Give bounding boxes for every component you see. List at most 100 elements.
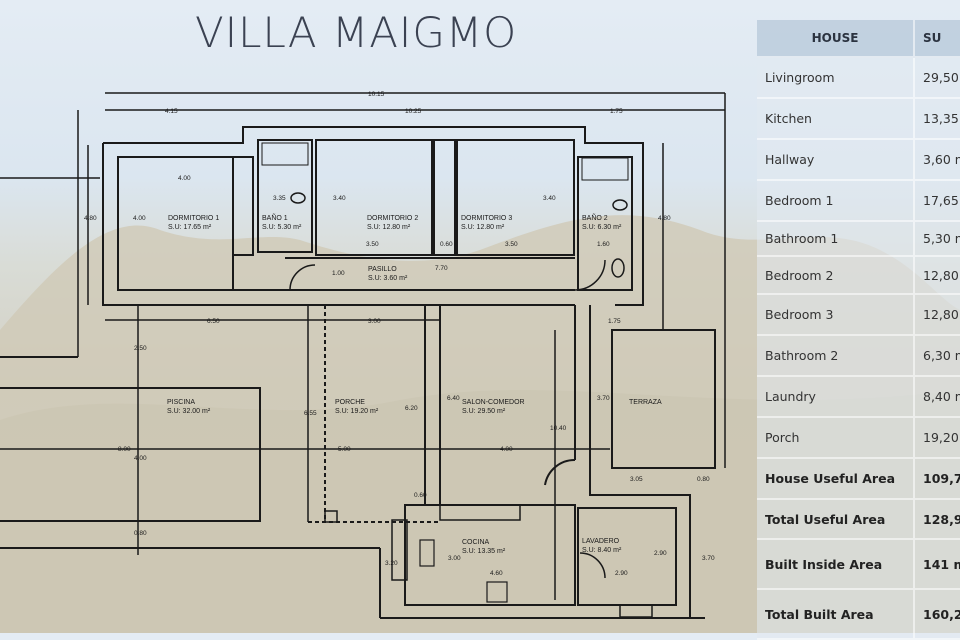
header-house: HOUSE (811, 31, 859, 45)
dim-label: 3.00 (448, 555, 461, 562)
dim-label: 2.90 (654, 550, 667, 557)
dim-label: 1.75 (610, 108, 623, 115)
dim-label: 3.05 (630, 476, 643, 483)
row-label: Bedroom 3 (765, 307, 834, 322)
dim-label: 4.80 (84, 215, 97, 222)
table-row: Bedroom 212,80 m² (757, 257, 960, 295)
dim-label: 2.90 (615, 570, 628, 577)
room-cocina-area: S.U: 13.35 m² (462, 548, 506, 555)
room-dorm3-area: S.U: 12.80 m² (461, 224, 505, 231)
dim-label: 4.00 (500, 446, 513, 453)
dimension-labels: 10.15 4.15 10.25 1.75 4.00 4.80 4.00 3.3… (84, 91, 715, 577)
row-area: 3,60 m² (913, 140, 960, 179)
room-labels: DORMITORIO 1 S.U: 17.65 m² BAÑO 1 S.U: 5… (167, 213, 662, 555)
row-area: 12,80 m² (913, 295, 960, 334)
dim-label: 10.25 (405, 108, 422, 115)
room-porche-area: S.U: 19.20 m² (335, 408, 379, 415)
row-label: Laundry (765, 389, 816, 404)
row-label: Total Useful Area (765, 511, 886, 527)
dim-label: 0.80 (134, 530, 147, 537)
dim-label: 4.60 (490, 570, 503, 577)
area-table: HOUSE SU Livingroom 29,50 m² Kitchen 13,35 … (757, 20, 960, 640)
room-lavadero-area: S.U: 8.40 m² (582, 547, 622, 554)
table-row: Porch 19,20 m² (757, 418, 960, 459)
room-porche-name: PORCHE (335, 399, 365, 406)
table-row: Kitchen 13,35 m² (757, 99, 960, 140)
row-area: 6,30 m² (913, 336, 960, 375)
room-pasillo-name: PASILLO (368, 266, 397, 273)
dim-label: 4.00 (134, 455, 147, 462)
room-bano1-name: BAÑO 1 (262, 213, 288, 222)
header-surface: SU (913, 20, 960, 56)
dim-label: 1.75 (608, 318, 621, 325)
table-row: Bathroom 2 6,30 m² (757, 336, 960, 377)
row-area: 8,40 m² (913, 377, 960, 416)
table-row: Total Useful Area 128,90 m² (757, 500, 960, 540)
row-label: Porch (765, 430, 800, 445)
room-pasillo-area: S.U: 3.60 m² (368, 275, 408, 282)
dim-label: 0.80 (697, 476, 710, 483)
row-label: Total Built Area (765, 606, 874, 622)
dim-label: 0.60 (414, 492, 427, 499)
dim-label: 3.70 (597, 395, 610, 402)
room-salon-name: SALON-COMEDOR (462, 399, 525, 406)
dim-label: 5.00 (338, 446, 351, 453)
room-dorm1-area: S.U: 17.65 m² (168, 224, 212, 231)
row-area: 5,30 m² (913, 222, 960, 255)
dim-label: 6.20 (405, 405, 418, 412)
dim-label: 4.80 (658, 215, 671, 222)
dim-label: 3.50 (366, 241, 379, 248)
dim-label: 7.70 (435, 265, 448, 272)
dim-label: 4.00 (133, 215, 146, 222)
dim-label: 6.55 (304, 410, 317, 417)
row-label: Bathroom 2 (765, 348, 839, 363)
row-label: Built Inside Area (765, 556, 883, 572)
room-bano2-area: S.U: 6.30 m² (582, 224, 622, 231)
room-dorm1-name: DORMITORIO 1 (168, 215, 219, 222)
table-row: Bathroom 1 5,30 m² (757, 222, 960, 257)
page-title: VILLA MAIGMO (195, 8, 518, 57)
row-area: 19,20 m² (913, 418, 960, 457)
room-bano1-area: S.U: 5.30 m² (262, 224, 302, 231)
dim-label: 6.50 (207, 318, 220, 325)
dim-label: 1.60 (597, 241, 610, 248)
table-row: Bedroom 1 17,65 m² (757, 181, 960, 222)
room-bano2-name: BAÑO 2 (582, 213, 608, 222)
row-area: 128,90 m² (913, 500, 960, 538)
plan-walls (0, 92, 726, 619)
table-row: Bedroom 3 12,80 m² (757, 295, 960, 336)
dim-label: 3.20 (385, 560, 398, 567)
row-label: Bathroom 1 (765, 231, 839, 246)
dim-label: 10.40 (550, 425, 567, 432)
dim-label: 3.35 (273, 195, 286, 202)
row-area: 29,50 m² (913, 58, 960, 97)
dim-label: 8.00 (118, 446, 131, 453)
dim-label: 3.40 (333, 195, 346, 202)
table-row: Built Inside Area 141 m² (757, 540, 960, 590)
dim-label: 10.15 (368, 91, 385, 98)
dim-label: 0.60 (440, 241, 453, 248)
row-area: 13,35 m² (913, 99, 960, 138)
room-cocina-name: COCINA (462, 539, 490, 546)
dim-label: 1.00 (332, 270, 345, 277)
row-label: Livingroom (765, 70, 835, 85)
row-label: Kitchen (765, 111, 812, 126)
dim-label: 2.50 (134, 345, 147, 352)
room-piscina-name: PISCINA (167, 399, 195, 406)
room-salon-area: S.U: 29.50 m² (462, 408, 506, 415)
row-label: Bedroom 1 (765, 193, 834, 208)
row-area: 17,65 m² (913, 181, 960, 220)
dim-label: 4.00 (178, 175, 191, 182)
row-area: 141 m² (913, 540, 960, 588)
table-row: Laundry 8,40 m² (757, 377, 960, 418)
row-area: 160,20 m² (913, 590, 960, 638)
room-terraza-name: TERRAZA (629, 399, 662, 406)
dim-label: 4.15 (165, 108, 178, 115)
room-dorm3-name: DORMITORIO 3 (461, 215, 512, 222)
row-area: 12,80 m² (913, 257, 960, 293)
room-dorm2-name: DORMITORIO 2 (367, 215, 418, 222)
room-dorm2-area: S.U: 12.80 m² (367, 224, 411, 231)
